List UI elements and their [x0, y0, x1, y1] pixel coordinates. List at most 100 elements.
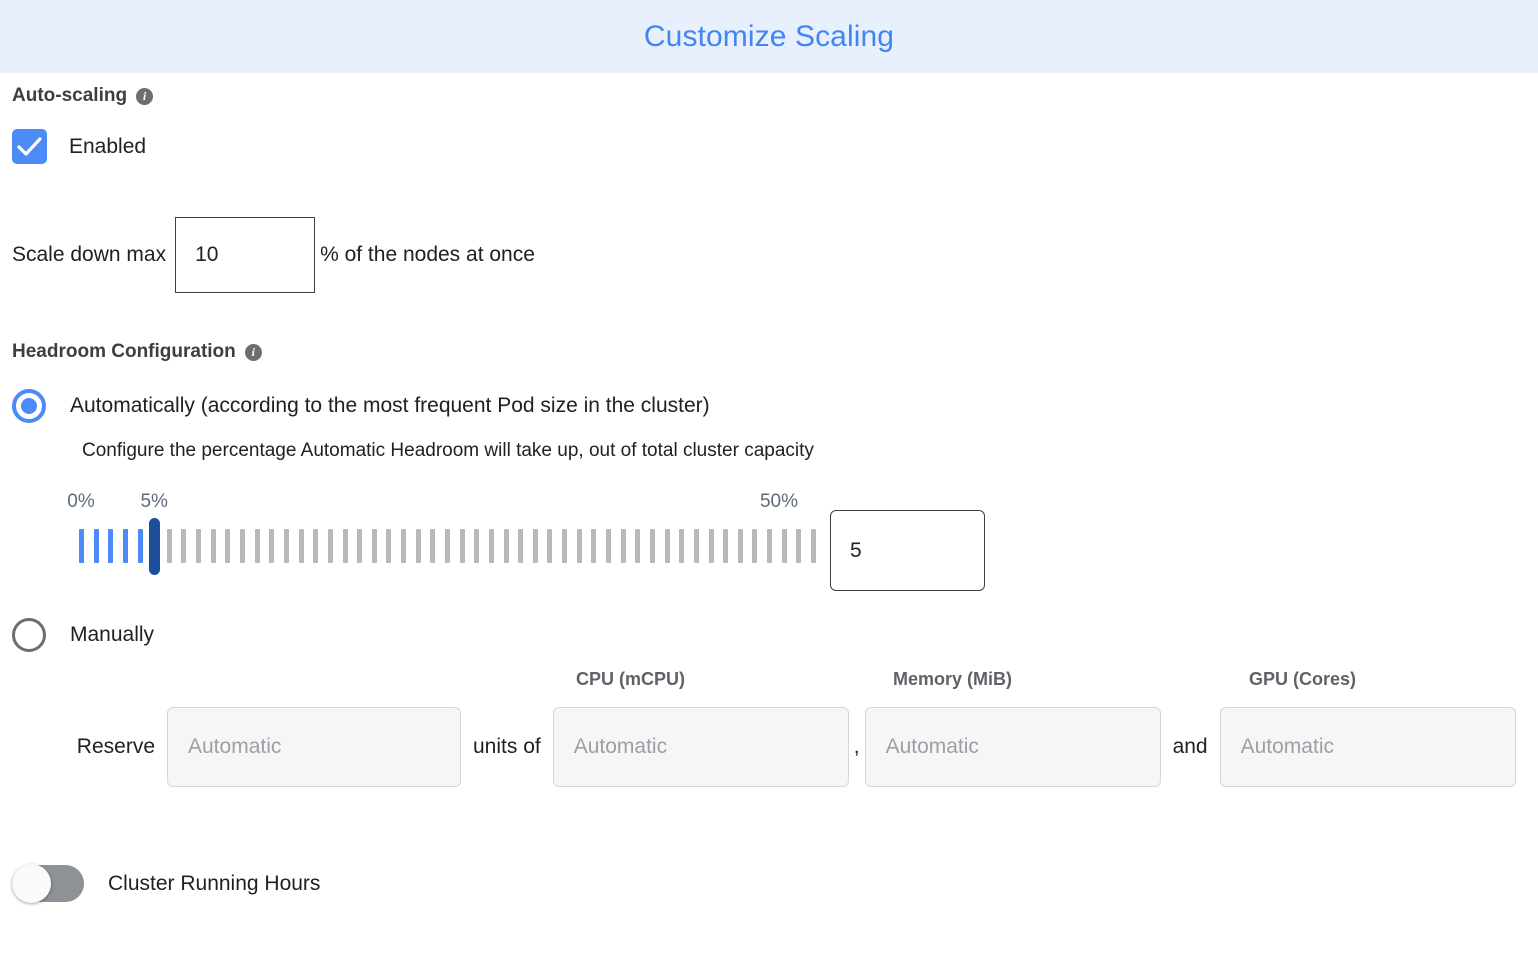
slider-tick[interactable]: [445, 529, 450, 563]
autoscaling-enabled-checkbox[interactable]: [12, 129, 47, 164]
slider-tick[interactable]: [723, 529, 729, 563]
dialog-header: Customize Scaling: [0, 0, 1538, 73]
slider-tick[interactable]: [210, 529, 216, 563]
slider-tick[interactable]: [137, 529, 143, 563]
reserve-fields-row: Reserve units of , and: [12, 707, 1526, 787]
slider-tick[interactable]: [767, 529, 773, 563]
scale-down-max-label: Scale down max: [12, 243, 167, 266]
slider-max-label: 50%: [759, 491, 799, 512]
slider-tick[interactable]: [283, 529, 289, 563]
slider-tick[interactable]: [225, 529, 231, 563]
slider-tick[interactable]: [474, 529, 480, 563]
slider-tick[interactable]: [79, 529, 84, 563]
slider-tick[interactable]: [313, 529, 319, 563]
slider-tick[interactable]: [269, 529, 275, 563]
slider-tick[interactable]: [591, 529, 597, 563]
autoscaling-section-heading: Auto-scaling i: [12, 85, 1526, 107]
slider-tick[interactable]: [166, 529, 172, 563]
slider-tick[interactable]: [196, 529, 202, 563]
slider-tick[interactable]: [708, 529, 714, 563]
slider-min-label: 0%: [67, 491, 95, 512]
headroom-automatic-radio[interactable]: [12, 389, 46, 423]
slider-tick[interactable]: [240, 529, 246, 563]
and-label: and: [1172, 735, 1208, 758]
slider-tick[interactable]: [752, 529, 758, 563]
reserve-memory-input[interactable]: [864, 707, 1161, 787]
slider-tick[interactable]: [488, 529, 494, 563]
check-icon: [17, 137, 42, 156]
slider-tick[interactable]: [181, 529, 187, 563]
slider-thumb[interactable]: [149, 518, 161, 575]
slider-tick[interactable]: [532, 529, 538, 563]
cluster-running-hours-row[interactable]: Cluster Running Hours: [12, 864, 1526, 903]
slider-tick[interactable]: [693, 529, 699, 563]
slider-tick[interactable]: [357, 529, 363, 563]
slider-tick[interactable]: [562, 529, 568, 563]
headroom-section-title: Headroom Configuration: [12, 341, 236, 362]
scale-down-max-row: Scale down max % of the nodes at once: [12, 217, 1526, 293]
slider-tick[interactable]: [606, 529, 612, 563]
slider-tick[interactable]: [108, 529, 114, 563]
slider-tick[interactable]: [649, 529, 655, 563]
autoscaling-section-title: Auto-scaling: [12, 85, 128, 106]
slider-tick[interactable]: [93, 529, 99, 563]
headroom-automatic-description: Configure the percentage Automatic Headr…: [82, 440, 814, 461]
slider-tick[interactable]: [547, 529, 553, 563]
slider-tick[interactable]: [635, 529, 641, 563]
toggle-knob: [12, 864, 51, 903]
slider-tick[interactable]: [298, 529, 304, 563]
slider-tick[interactable]: [415, 529, 421, 563]
headroom-manual-radio[interactable]: [12, 618, 46, 652]
slider-tick[interactable]: [122, 529, 128, 563]
slider-tick[interactable]: [576, 529, 582, 563]
slider-tick[interactable]: [620, 529, 626, 563]
slider-tick[interactable]: [430, 529, 436, 563]
headroom-automatic-label: Automatically (according to the most fre…: [70, 394, 710, 417]
cluster-running-hours-toggle[interactable]: [12, 864, 84, 903]
headroom-percent-input[interactable]: [830, 510, 985, 591]
comma-separator: ,: [853, 735, 860, 758]
units-of-label: units of: [473, 735, 541, 758]
info-icon[interactable]: i: [244, 343, 262, 361]
slider-tick[interactable]: [327, 529, 333, 563]
headroom-manual-row[interactable]: Manually: [12, 618, 1526, 652]
memory-column-label: Memory (MiB): [893, 669, 1013, 689]
slider-tick[interactable]: [781, 529, 787, 563]
cpu-column-label: CPU (mCPU): [576, 669, 686, 689]
reserve-cpu-input[interactable]: [552, 707, 849, 787]
scale-down-max-suffix: % of the nodes at once: [320, 243, 535, 266]
slider-tick[interactable]: [386, 529, 392, 563]
autoscaling-enabled-label: Enabled: [69, 134, 147, 158]
cluster-running-hours-label: Cluster Running Hours: [108, 871, 321, 895]
reserve-units-input[interactable]: [167, 707, 461, 787]
autoscaling-enabled-row[interactable]: Enabled: [12, 129, 1526, 164]
settings-content: Auto-scaling i Enabled Scale down max % …: [0, 85, 1538, 903]
gpu-column-label: GPU (Cores): [1249, 669, 1357, 689]
slider-tick-labels: 0% 5% 50%: [67, 491, 816, 517]
slider-tick[interactable]: [503, 529, 509, 563]
headroom-automatic-row[interactable]: Automatically (according to the most fre…: [12, 389, 1526, 423]
slider-tick[interactable]: [371, 529, 377, 563]
slider-tick[interactable]: [679, 529, 685, 563]
slider-tick[interactable]: [737, 529, 743, 563]
slider-ticks[interactable]: [79, 529, 816, 563]
slider-current-label: 5%: [140, 491, 168, 512]
reserve-gpu-input[interactable]: [1219, 707, 1516, 787]
slider-tick[interactable]: [254, 529, 260, 563]
slider-tick[interactable]: [342, 529, 348, 563]
page-title: Customize Scaling: [643, 19, 895, 53]
headroom-slider[interactable]: 0% 5% 50%: [67, 491, 816, 586]
slider-tick[interactable]: [518, 529, 524, 563]
headroom-slider-block: 0% 5% 50%: [12, 491, 1526, 591]
slider-tick[interactable]: [796, 529, 802, 563]
slider-tick[interactable]: [664, 529, 670, 563]
headroom-section-heading: Headroom Configuration i: [12, 341, 1526, 363]
headroom-manual-label: Manually: [70, 623, 155, 646]
reserve-label: Reserve: [76, 735, 155, 758]
reserve-block: CPU (mCPU) Memory (MiB) GPU (Cores) Rese…: [12, 669, 1526, 799]
slider-tick[interactable]: [459, 529, 465, 563]
scale-down-max-input[interactable]: [175, 217, 316, 293]
slider-tick[interactable]: [811, 529, 816, 563]
info-icon[interactable]: i: [136, 87, 154, 105]
slider-tick[interactable]: [401, 529, 407, 563]
